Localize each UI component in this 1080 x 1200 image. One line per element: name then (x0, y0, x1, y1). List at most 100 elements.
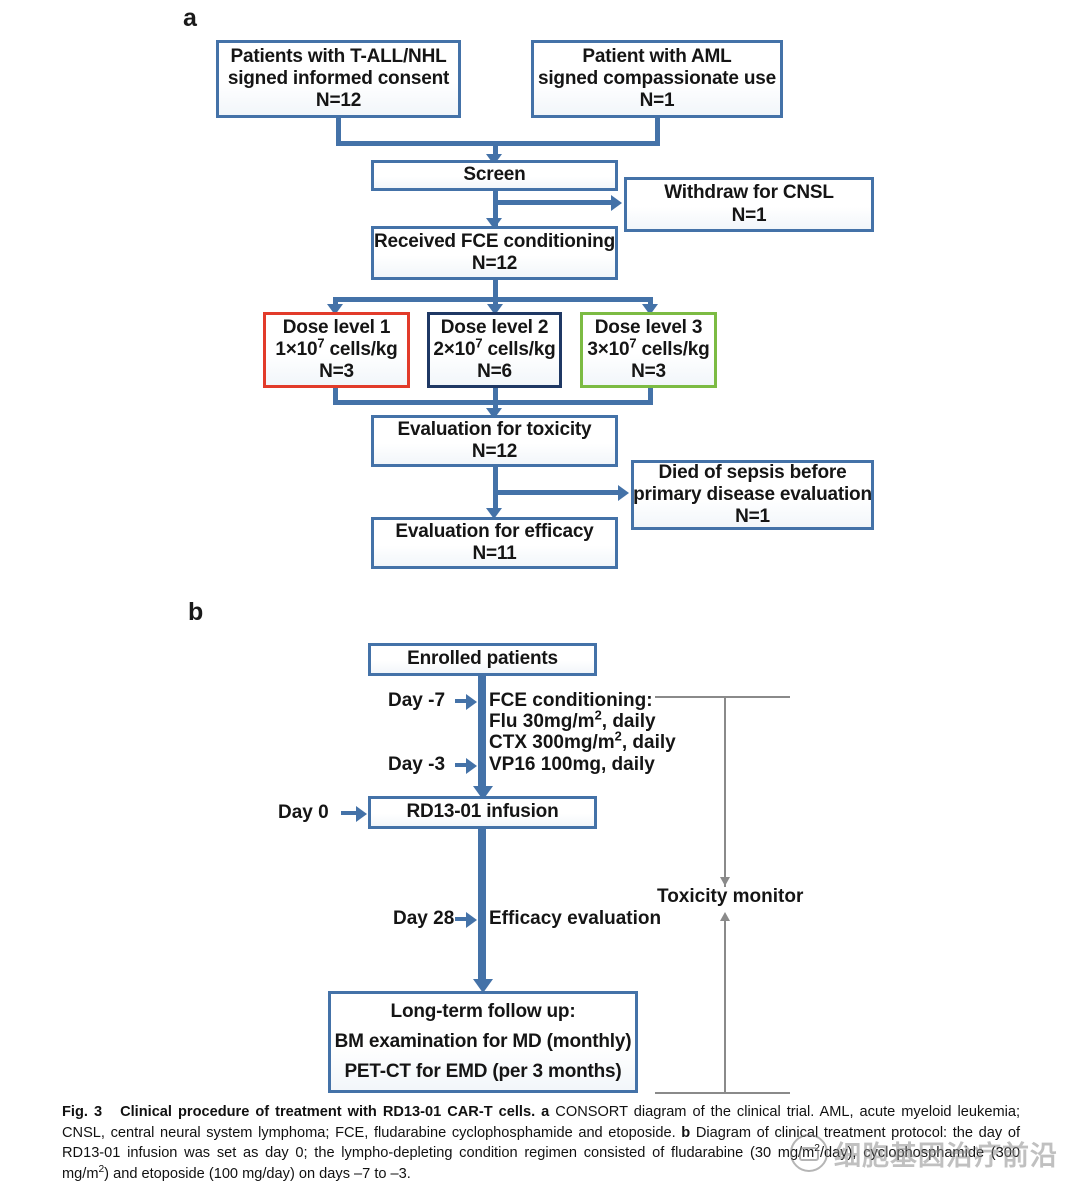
arrow-down-to-dose1 (327, 304, 343, 315)
connector-v-aml-down (655, 118, 660, 144)
box-dose-level-3: Dose level 3 3×107 cells/kg N=3 (580, 312, 717, 388)
box-line: N=1 (639, 90, 675, 112)
text-flu-dose: Flu 30mg/m2, daily (489, 707, 656, 732)
box-screen: Screen (371, 160, 618, 191)
arrow-right-day-minus-7 (466, 694, 477, 710)
connector-v-fce-down (493, 280, 498, 302)
box-line: N=12 (471, 253, 518, 274)
text-fce-conditioning-heading: FCE conditioning: (489, 690, 653, 711)
dose-value: 3×107 cells/kg (587, 335, 710, 360)
dose-value: 2×107 cells/kg (433, 335, 556, 360)
arrow-down-to-toxicity (486, 408, 502, 419)
figure-caption: Fig. 3 Clinical procedure of treatment w… (62, 1102, 1020, 1185)
connector-v-spine-followup (478, 829, 486, 984)
box-tall-nhl-consent: Patients with T-ALL/NHL signed informed … (216, 40, 461, 118)
tox-tick-bottom (655, 1092, 790, 1094)
arrow-right-day-minus-3 (466, 758, 477, 774)
arrow-down-to-dose3 (642, 304, 658, 315)
box-long-term-followup: Long-term follow up: BM examination for … (328, 991, 638, 1093)
arrow-down-to-screen (486, 154, 502, 165)
arrow-down-to-followup (473, 979, 493, 993)
arrow-right-to-withdraw (611, 195, 622, 211)
connector-v-merge-to-toxicity (493, 400, 498, 412)
arrow-right-day-28 (466, 912, 477, 928)
label-day-minus-3: Day -3 (388, 754, 446, 775)
panel-a-letter: a (183, 4, 197, 32)
box-line: N=1 (731, 204, 767, 226)
connector-v-to-dose1 (333, 297, 338, 308)
box-line: N=12 (471, 441, 518, 462)
label-toxicity-monitor: Toxicity monitor (657, 886, 804, 907)
box-dose-level-2: Dose level 2 2×107 cells/kg N=6 (427, 312, 562, 388)
caption-marker-b: b (681, 1124, 691, 1141)
connector-h-to-sepsis (493, 490, 619, 495)
connector-h-to-withdraw (493, 200, 612, 205)
box-line: signed informed consent (227, 67, 450, 89)
caption-text-b-1: Diagram of clinical treatment protocol: … (62, 1124, 1020, 1162)
tox-arrow-up-icon (720, 912, 730, 921)
box-line: signed compassionate use (537, 67, 777, 89)
arrow-down-to-dose2 (487, 304, 503, 315)
dose-title: Dose level 3 (594, 316, 703, 338)
caption-title: Clinical procedure of treatment with RD1… (120, 1104, 536, 1120)
box-line: Withdraw for CNSL (664, 182, 834, 204)
panel-b-letter: b (188, 598, 204, 626)
box-aml-compassionate: Patient with AML signed compassionate us… (531, 40, 783, 118)
box-line: RD13-01 infusion (406, 801, 559, 823)
connector-v-to-dose3 (648, 297, 653, 308)
connector-v-dose1-down (333, 388, 338, 403)
label-day-0: Day 0 (278, 802, 329, 823)
text-efficacy-evaluation: Efficacy evaluation (489, 908, 662, 929)
connector-h-merge-top (336, 141, 660, 146)
text-vp16-dose: VP16 100mg, daily (489, 754, 655, 775)
caption-exp-2: 2 (98, 1164, 105, 1176)
tox-line-lower (724, 919, 726, 1094)
box-rd13-01-infusion: RD13-01 infusion (368, 796, 597, 829)
text-ctx-dose: CTX 300mg/m2, daily (489, 728, 676, 753)
box-line: primary disease evaluation (633, 483, 872, 505)
dose-title: Dose level 2 (440, 316, 549, 338)
connector-h-day-minus-7 (455, 699, 469, 703)
box-line: Evaluation for toxicity (397, 418, 592, 440)
connector-v-tallnhl-down (336, 118, 341, 144)
dose-n: N=3 (631, 361, 666, 383)
box-line: BM examination for MD (monthly) (334, 1030, 632, 1052)
connector-v-dose2-down (493, 388, 498, 403)
box-line: PET-CT for EMD (per 3 months) (344, 1061, 622, 1083)
caption-text-b-2: /day), cyclophosphamide (300 mg/m (62, 1145, 1020, 1183)
connector-v-to-dose2 (493, 297, 498, 308)
dose-title: Dose level 1 (282, 316, 391, 338)
arrow-right-to-sepsis (618, 485, 629, 501)
box-line: N=1 (735, 506, 770, 528)
connector-h-day-0 (341, 811, 359, 815)
connector-v-dose3-down (648, 388, 653, 403)
connector-v-spine-conditioning (478, 676, 486, 791)
box-dose-level-1: Dose level 1 1×107 cells/kg N=3 (263, 312, 410, 388)
connector-h-day-28 (455, 917, 469, 921)
arrow-down-to-efficacy (486, 508, 502, 519)
dose-n: N=3 (319, 361, 354, 383)
connector-h-day-minus-3 (455, 763, 469, 767)
box-eval-efficacy: Evaluation for efficacy N=11 (371, 517, 618, 569)
box-line: N=11 (472, 543, 517, 564)
caption-gap (102, 1104, 120, 1120)
box-line: Died of sepsis before (658, 461, 847, 483)
box-line: Received FCE conditioning (374, 230, 615, 252)
label-day-28: Day 28 (393, 908, 455, 929)
box-line: Evaluation for efficacy (395, 520, 594, 542)
caption-marker-a: a (541, 1104, 550, 1120)
box-eval-toxicity: Evaluation for toxicity N=12 (371, 415, 618, 467)
box-line: Enrolled patients (407, 648, 558, 670)
dose-n: N=6 (477, 361, 512, 383)
caption-fig-number: Fig. 3 (62, 1104, 103, 1120)
tox-arrow-down-icon (720, 877, 730, 886)
box-line: Patient with AML (582, 45, 732, 67)
connector-v-merge-to-screen (493, 141, 498, 158)
arrow-down-to-fce (486, 218, 502, 229)
box-received-fce: Received FCE conditioning N=12 (371, 226, 618, 280)
label-day-minus-7: Day -7 (388, 690, 446, 711)
arrow-right-day-0 (356, 806, 367, 822)
dose-value: 1×107 cells/kg (275, 335, 398, 360)
box-line: Long-term follow up: (390, 1000, 576, 1022)
